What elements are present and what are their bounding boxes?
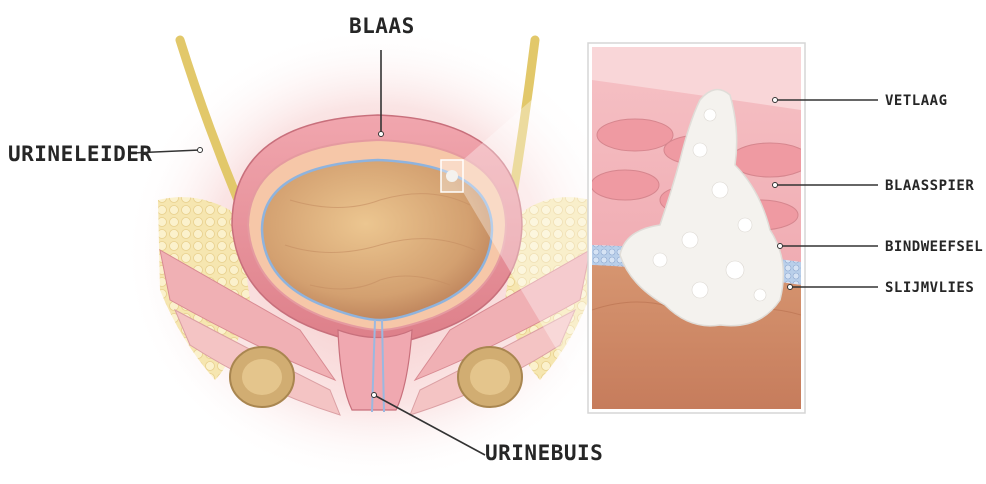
leader-dot-bladder-muscle	[773, 183, 778, 188]
label-connective-tissue: BINDWEEFSEL	[885, 239, 983, 255]
leader-dot-fat-layer	[773, 98, 778, 103]
leader-dot-mucosa	[788, 285, 793, 290]
label-bladder: BLAAS	[349, 14, 415, 38]
label-ureter: URINELEIDER	[8, 142, 153, 166]
leader-dot-connective-tissue	[778, 244, 783, 249]
tumor-small	[446, 170, 458, 182]
left-pubic-bone-core	[242, 359, 282, 395]
leader-dot-bladder	[379, 132, 384, 137]
label-bladder-muscle: BLAASSPIER	[885, 178, 974, 194]
leader-dot-ureter	[198, 148, 203, 153]
label-mucosa: SLIJMVLIES	[885, 280, 974, 296]
label-urethra: URINEBUIS	[485, 441, 603, 465]
label-fat-layer: VETLAAG	[885, 93, 948, 109]
leader-dot-urethra	[372, 393, 377, 398]
right-pubic-bone-core	[470, 359, 510, 395]
